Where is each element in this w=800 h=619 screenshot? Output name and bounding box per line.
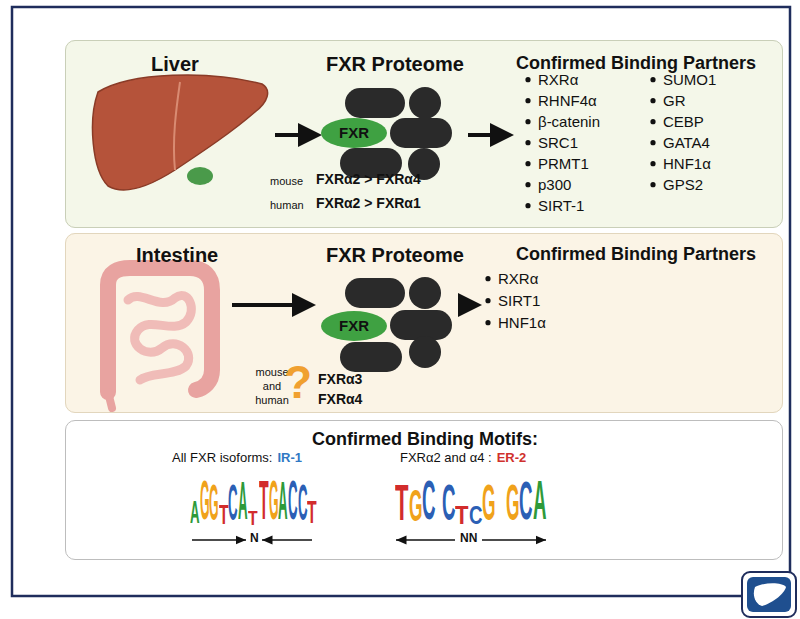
panel-fill xyxy=(65,233,783,413)
bullet-dot xyxy=(650,140,655,145)
binding-partner: GR xyxy=(663,92,686,109)
note-label: FXRα2 > FXRα1 xyxy=(316,195,421,211)
binding-partner: RXRα xyxy=(538,71,578,88)
binding-partner: SUMO1 xyxy=(663,71,716,88)
note-label: FXRα2 and α4 : xyxy=(400,451,492,466)
bullet-dot xyxy=(525,140,530,145)
binding-partner: SIRT1 xyxy=(498,292,540,309)
binding-partner: β-catenin xyxy=(538,113,600,130)
note-label: All FXR isoforms: xyxy=(172,451,272,466)
arrow xyxy=(468,303,478,307)
panel-heading: Confirmed Binding Partners xyxy=(516,244,756,265)
panel-heading: FXR Proteome xyxy=(326,244,464,267)
protein-label: FXR xyxy=(339,317,369,334)
binding-partner: GPS2 xyxy=(663,176,703,193)
binding-partner: p300 xyxy=(538,176,571,193)
fxr-protein: FXR xyxy=(321,118,387,148)
liver-illustration xyxy=(93,75,268,190)
binding-partner: PRMT1 xyxy=(538,155,589,172)
note-label: NN xyxy=(460,532,477,546)
binding-partner: SIRT-1 xyxy=(538,197,584,214)
sequence-logo: AGGTCATTGACCT xyxy=(190,472,317,528)
binding-partner: CEBP xyxy=(663,113,704,130)
note-label: FXRα3 xyxy=(318,371,362,387)
bullet-dot xyxy=(650,119,655,124)
note-label: human xyxy=(270,199,304,212)
note-label: IR-1 xyxy=(277,451,302,466)
bullet-dot xyxy=(525,119,530,124)
note-label: ER-2 xyxy=(497,451,527,466)
arrow xyxy=(232,303,312,307)
arrow xyxy=(468,133,510,137)
journal-logo xyxy=(742,572,796,617)
bullet-dot xyxy=(485,320,490,325)
bullet-dot xyxy=(525,161,530,166)
binding-partner: HNF1α xyxy=(663,155,711,172)
protein-label: FXR xyxy=(339,124,369,141)
intestine-illustration xyxy=(108,268,212,408)
outer-frame xyxy=(12,7,790,596)
bullet-dot xyxy=(485,298,490,303)
binding-partner: GATA4 xyxy=(663,134,710,151)
panel-heading: Intestine xyxy=(136,244,218,267)
note-label: FXRα2 > FXRα4 xyxy=(316,171,421,187)
note-label: mouse xyxy=(270,175,303,188)
bullet-dot xyxy=(650,182,655,187)
proteome-cluster xyxy=(340,87,452,180)
bullet-dot xyxy=(525,77,530,82)
note-label: ? xyxy=(284,356,312,409)
binding-partner: RXRα xyxy=(498,270,538,287)
note-label: FXRα4 xyxy=(318,391,362,407)
panel-heading: Confirmed Binding Motifs: xyxy=(312,429,538,450)
panel-heading: Liver xyxy=(151,53,199,76)
panel-band: Intestine FXR Proteome Confirmed Binding P… xyxy=(65,233,783,413)
note-label: N xyxy=(250,532,259,546)
fxr-protein: FXR xyxy=(321,311,387,341)
bullet-dot xyxy=(650,98,655,103)
bullet-dot xyxy=(525,182,530,187)
bullet-dot xyxy=(650,77,655,82)
binding-partner: RHNF4α xyxy=(538,92,597,109)
bullet-dot xyxy=(485,276,490,281)
bullets xyxy=(485,77,655,325)
panel-heading: Confirmed Binding Partners xyxy=(516,53,756,74)
bullet-dot xyxy=(650,161,655,166)
binding-partner: SRC1 xyxy=(538,134,578,151)
bullet-dot xyxy=(525,98,530,103)
arrow xyxy=(275,133,318,137)
binding-partner: HNF1α xyxy=(498,314,546,331)
proteome-cluster xyxy=(340,277,452,372)
panel-fill xyxy=(65,420,783,560)
motif-arrows xyxy=(192,539,546,541)
bullet-dot xyxy=(525,203,530,208)
sequence-logo: TGCCTCGGCA xyxy=(395,472,546,528)
panel-fill xyxy=(65,40,783,228)
panel-heading: FXR Proteome xyxy=(326,53,464,76)
